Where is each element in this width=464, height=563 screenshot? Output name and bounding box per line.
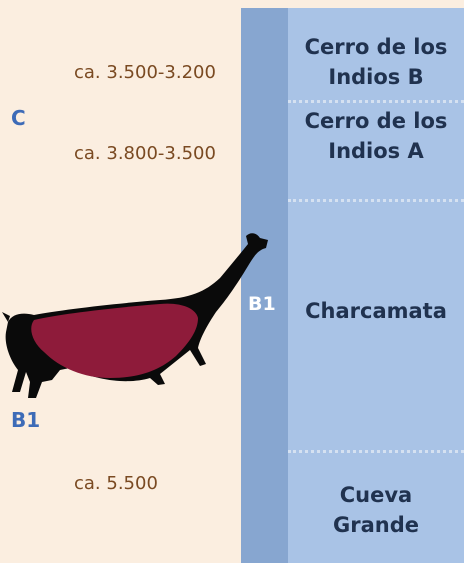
sites-divider (288, 199, 464, 202)
sites-divider (288, 450, 464, 453)
date-label: ca. 5.500 (74, 473, 158, 494)
site-name-line: Indios B (328, 65, 424, 89)
site-cerro-de-los-indios-a: Cerro de los Indios A (288, 106, 464, 166)
sites-divider (288, 100, 464, 103)
phase-label-c: C (11, 106, 26, 130)
camelid-tail (2, 312, 10, 322)
site-name-line: Indios A (328, 139, 424, 163)
date-label: ca. 3.800-3.500 (74, 143, 216, 164)
site-cueva-grande: Cueva Grande (288, 480, 464, 540)
camelid-body-fill (31, 303, 199, 378)
site-cerro-de-los-indios-b: Cerro de los Indios B (288, 32, 464, 92)
site-name-line: Grande (333, 513, 419, 537)
site-name-line: Cerro de los (304, 109, 448, 133)
phase-band (241, 8, 288, 563)
date-label: ca. 3.500-3.200 (74, 62, 216, 83)
site-name-line: Cerro de los (304, 35, 448, 59)
site-name-line: Charcamata (305, 299, 447, 323)
camelid-painting (2, 233, 269, 398)
phase-label-b1: B1 (11, 408, 41, 432)
site-charcamata: Charcamata (288, 296, 464, 326)
band-label-b1: B1 (248, 293, 276, 315)
site-name-line: Cueva (339, 483, 413, 507)
